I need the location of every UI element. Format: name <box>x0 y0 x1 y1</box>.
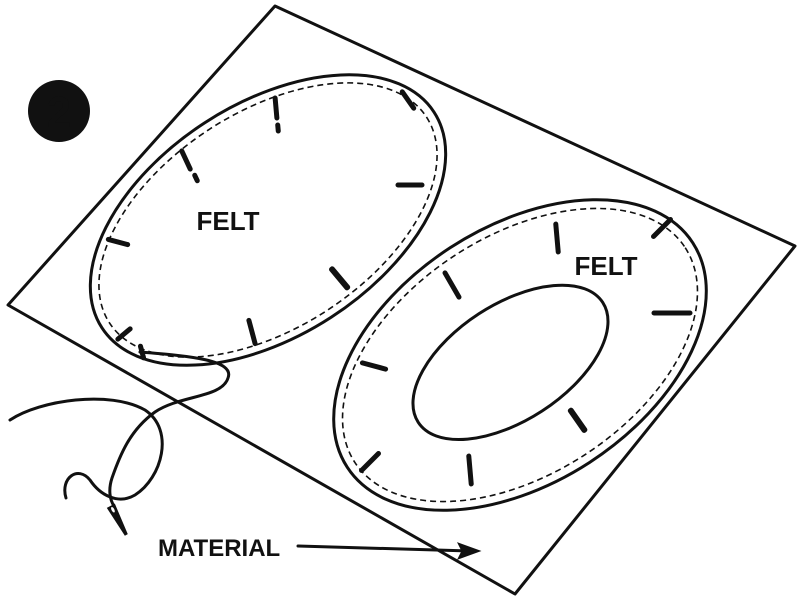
pin <box>651 310 693 316</box>
pin <box>272 95 280 121</box>
pins-left <box>105 89 425 361</box>
pin <box>442 270 462 300</box>
material-sheet <box>6 4 797 596</box>
step-badge: 2 <box>28 80 90 142</box>
pin <box>395 182 425 188</box>
felt-label-right: FELT <box>574 251 637 281</box>
felt-ring-right <box>332 198 708 512</box>
felt-oval-left <box>88 73 448 367</box>
needle-icon <box>106 503 128 536</box>
felt-label-left: FELT <box>196 206 259 236</box>
pin <box>359 451 381 473</box>
felt-ring-inner-hole <box>411 283 610 442</box>
pin <box>399 89 417 111</box>
pin <box>466 453 474 487</box>
thread-loop <box>8 397 164 501</box>
step-number: 2 <box>47 88 71 137</box>
pin <box>329 266 351 291</box>
material-label: MATERIAL <box>158 535 280 562</box>
pin <box>651 217 673 239</box>
pins-right <box>359 217 693 487</box>
pin <box>105 236 131 248</box>
pin <box>567 407 588 433</box>
pin <box>192 172 200 184</box>
felt-oval-left-stitch-line <box>98 82 438 358</box>
felt-ring-outer-outline <box>332 198 708 512</box>
felt-ring-outer-stitch-line <box>341 207 699 503</box>
pin <box>179 148 193 172</box>
pin <box>553 221 561 255</box>
step-badge-circle <box>28 80 90 142</box>
pin <box>275 122 281 134</box>
thread <box>108 350 231 508</box>
pin <box>359 360 389 372</box>
pin <box>115 326 133 342</box>
felt-oval-left-outline <box>88 73 448 367</box>
material-arrow <box>296 542 482 560</box>
pin <box>246 317 258 347</box>
